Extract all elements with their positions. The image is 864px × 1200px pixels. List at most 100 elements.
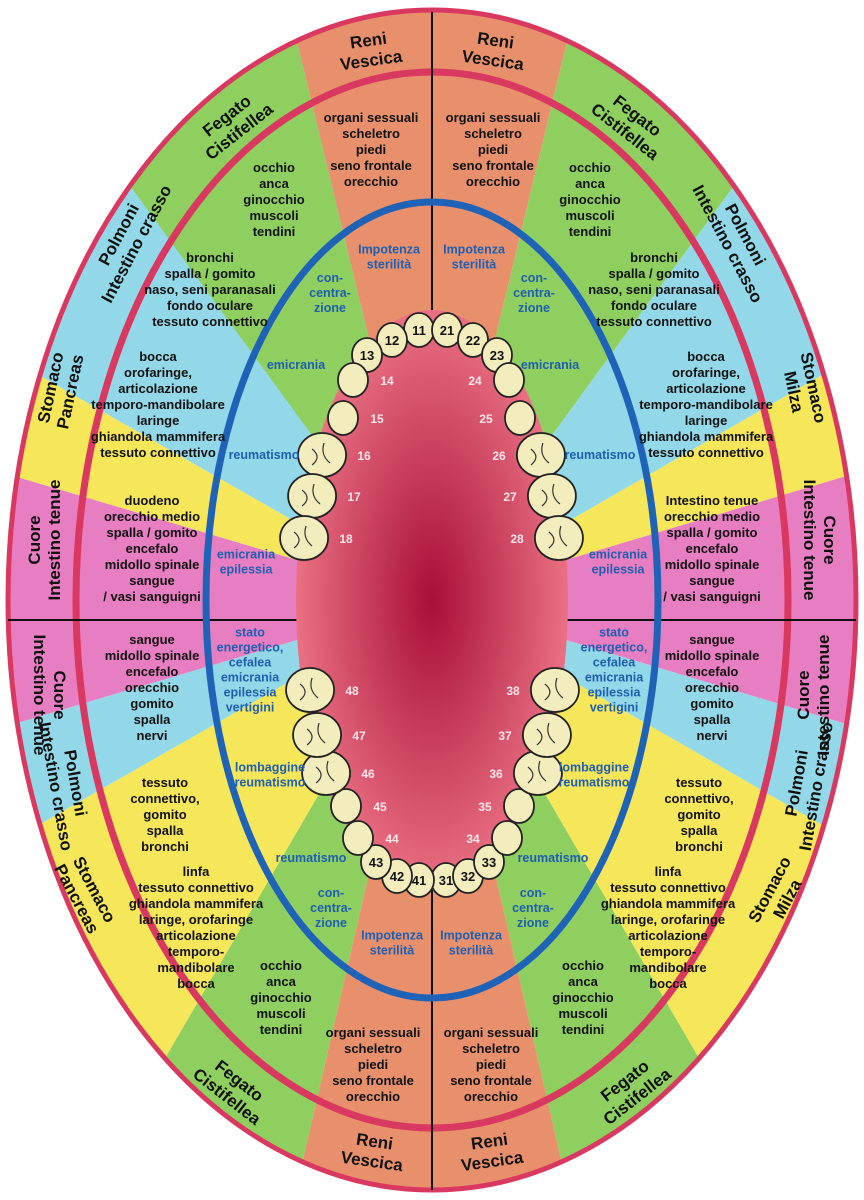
svg-text:spalla / gomito: spalla / gomito bbox=[608, 266, 699, 281]
conditions-s4: reumatismo bbox=[565, 448, 636, 462]
conditions-s18: con-centra-zione bbox=[309, 271, 351, 315]
svg-text:con-: con- bbox=[317, 271, 343, 285]
tooth-18: 18 bbox=[279, 515, 353, 561]
svg-text:organi sessuali: organi sessuali bbox=[324, 110, 419, 125]
svg-text:centra-: centra- bbox=[513, 286, 555, 300]
svg-text:anca: anca bbox=[266, 974, 296, 989]
svg-text:con-: con- bbox=[318, 886, 344, 900]
conditions-s2: con-centra-zione bbox=[513, 271, 555, 315]
svg-text:orecchio medio: orecchio medio bbox=[664, 509, 760, 524]
svg-text:energetico,: energetico, bbox=[217, 641, 284, 655]
svg-text:piedi: piedi bbox=[356, 142, 386, 157]
svg-text:/ vasi sanguigni: / vasi sanguigni bbox=[103, 589, 201, 604]
svg-text:midollo spinale: midollo spinale bbox=[665, 648, 760, 663]
tooth-13: 13 bbox=[351, 337, 383, 373]
tooth-25: 25 bbox=[479, 400, 536, 436]
tooth-22: 22 bbox=[457, 322, 489, 358]
svg-text:tendini: tendini bbox=[253, 224, 296, 239]
body-s16: boccaorofaringe,articolazionetemporo-man… bbox=[91, 349, 226, 460]
tooth-number: 43 bbox=[369, 855, 383, 870]
svg-text:bronchi: bronchi bbox=[630, 250, 678, 265]
tooth-number: 35 bbox=[478, 800, 492, 814]
conditions-s12: reumatismo bbox=[276, 851, 347, 865]
tooth-number: 13 bbox=[360, 348, 374, 363]
tooth-number: 26 bbox=[492, 449, 506, 463]
conditions-s3: emicrania bbox=[521, 358, 580, 372]
svg-text:ghiandola mammifera: ghiandola mammifera bbox=[639, 429, 774, 444]
svg-text:organi sessuali: organi sessuali bbox=[446, 110, 541, 125]
svg-text:piedi: piedi bbox=[358, 1057, 388, 1072]
conditions-s8: reumatismo bbox=[518, 851, 589, 865]
svg-text:vertigini: vertigini bbox=[226, 701, 275, 715]
svg-text:tessuto connettivo: tessuto connettivo bbox=[596, 314, 712, 329]
svg-text:tendini: tendini bbox=[562, 1022, 605, 1037]
svg-text:laringe: laringe bbox=[137, 413, 180, 428]
tooth-37: 37 bbox=[498, 712, 572, 758]
tooth-number: 21 bbox=[440, 323, 454, 338]
tooth-number: 33 bbox=[482, 855, 496, 870]
svg-text:Intestino tenue: Intestino tenue bbox=[30, 635, 49, 756]
svg-text:gomito: gomito bbox=[130, 696, 173, 711]
tooth-number: 14 bbox=[380, 374, 394, 388]
svg-text:articolazione: articolazione bbox=[156, 928, 235, 943]
svg-text:occhio: occhio bbox=[260, 958, 302, 973]
svg-text:Reni: Reni bbox=[355, 1130, 394, 1154]
tooth-number: 12 bbox=[385, 333, 399, 348]
svg-text:ghiandola mammifera: ghiandola mammifera bbox=[91, 429, 226, 444]
svg-text:muscoli: muscoli bbox=[565, 208, 614, 223]
svg-text:Cuore: Cuore bbox=[25, 515, 44, 564]
svg-text:lombaggine: lombaggine bbox=[235, 761, 305, 775]
svg-text:Cuore: Cuore bbox=[794, 670, 813, 719]
svg-text:muscoli: muscoli bbox=[249, 208, 298, 223]
svg-text:energetico,: energetico, bbox=[581, 641, 648, 655]
conditions-s9: con-centra-zione bbox=[512, 886, 554, 930]
svg-text:organi sessuali: organi sessuali bbox=[444, 1025, 539, 1040]
svg-text:tessuto connettivo: tessuto connettivo bbox=[152, 314, 268, 329]
tooth-number: 31 bbox=[439, 873, 453, 888]
svg-text:cefalea: cefalea bbox=[593, 656, 636, 670]
svg-text:reumatismo: reumatismo bbox=[565, 448, 636, 462]
svg-text:spalla / gomito: spalla / gomito bbox=[164, 266, 255, 281]
tooth-number: 27 bbox=[503, 490, 517, 504]
svg-text:naso, seni paranasali: naso, seni paranasali bbox=[144, 282, 276, 297]
svg-text:muscoli: muscoli bbox=[558, 1006, 607, 1021]
svg-text:tessuto connettivo: tessuto connettivo bbox=[138, 880, 254, 895]
svg-text:orecchio: orecchio bbox=[466, 174, 520, 189]
svg-text:anca: anca bbox=[568, 974, 598, 989]
svg-text:ginocchio: ginocchio bbox=[552, 990, 613, 1005]
svg-text:gomito: gomito bbox=[143, 807, 186, 822]
svg-text:laringe: laringe bbox=[685, 413, 728, 428]
svg-text:ginocchio: ginocchio bbox=[250, 990, 311, 1005]
svg-text:connettivo,: connettivo, bbox=[664, 791, 733, 806]
svg-text:orecchio medio: orecchio medio bbox=[104, 509, 200, 524]
svg-text:Intestino tenue: Intestino tenue bbox=[45, 480, 64, 601]
svg-text:spalla: spalla bbox=[134, 712, 172, 727]
svg-text:linfa: linfa bbox=[655, 864, 682, 879]
svg-text:orecchio: orecchio bbox=[346, 1089, 400, 1104]
svg-text:Intestino tenue: Intestino tenue bbox=[814, 635, 833, 756]
tooth-28: 28 bbox=[510, 515, 584, 561]
svg-text:bocca: bocca bbox=[177, 976, 215, 991]
svg-text:epilessia: epilessia bbox=[224, 686, 278, 700]
tooth-number: 15 bbox=[370, 412, 384, 426]
tooth-number: 42 bbox=[390, 869, 404, 884]
tooth-number: 41 bbox=[412, 873, 426, 888]
svg-text:ginocchio: ginocchio bbox=[559, 192, 620, 207]
conditions-s17: emicrania bbox=[267, 358, 326, 372]
svg-text:muscoli: muscoli bbox=[256, 1006, 305, 1021]
svg-text:spalla: spalla bbox=[147, 823, 185, 838]
svg-text:epilessia: epilessia bbox=[588, 686, 642, 700]
svg-text:articolazione: articolazione bbox=[628, 928, 707, 943]
tooth-number: 44 bbox=[385, 832, 399, 846]
